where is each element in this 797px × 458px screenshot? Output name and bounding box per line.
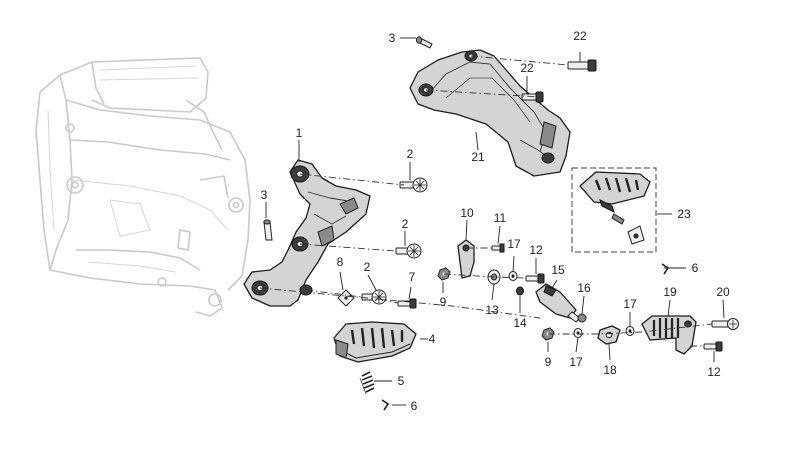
washer-17-b [573, 328, 583, 338]
bolt-2-lower [361, 289, 387, 305]
callout-4: 4 [429, 332, 436, 346]
brake-pedal-19 [641, 315, 697, 355]
assembly-23-box [571, 167, 657, 253]
nut-16 [577, 313, 587, 323]
callout-2: 2 [364, 260, 371, 274]
callout-17: 17 [623, 297, 637, 311]
washer-17-c [625, 326, 635, 336]
clip-6-lower [381, 399, 390, 411]
callout-11: 11 [494, 211, 507, 225]
pin-3-left [263, 219, 273, 241]
callout-21: 21 [471, 150, 485, 164]
clip-6-right [661, 263, 670, 275]
callout-18: 18 [603, 363, 617, 377]
callout-1: 1 [296, 126, 303, 140]
callout-5: 5 [398, 374, 405, 388]
lever-10 [457, 239, 475, 279]
bolt-12-upper [525, 273, 545, 284]
rider-footpeg-4 [333, 321, 417, 363]
frame-outline [35, 57, 251, 317]
callout-22: 22 [573, 29, 587, 43]
washer-14 [516, 286, 524, 296]
plate-8 [337, 289, 355, 307]
assembly-lines [259, 55, 713, 347]
callout-8: 8 [337, 255, 344, 269]
bolt-7 [397, 298, 417, 309]
linkage-15 [535, 283, 581, 323]
bolt-12-lower [703, 341, 723, 352]
callout-22: 22 [520, 61, 534, 75]
callout-3: 3 [389, 31, 396, 45]
bolt-22-lower [521, 91, 544, 103]
screw-11 [491, 243, 505, 253]
callout-17: 17 [569, 355, 583, 369]
callout-17: 17 [507, 237, 521, 251]
callout-20: 20 [716, 285, 730, 299]
leader-lines [265, 37, 725, 406]
callout-2: 2 [402, 217, 409, 231]
callout-12: 12 [529, 243, 543, 257]
callout-15: 15 [551, 263, 565, 277]
callout-10: 10 [460, 206, 474, 220]
callout-14: 14 [513, 316, 527, 330]
rider-footrest-plate-1 [243, 159, 371, 307]
bolt-20 [711, 318, 739, 330]
callout-13: 13 [485, 303, 499, 317]
callout-3: 3 [261, 188, 268, 202]
callout-16: 16 [577, 281, 591, 295]
callout-23: 23 [677, 207, 691, 221]
spring-5 [359, 371, 375, 395]
callout-9: 9 [440, 295, 447, 309]
callout-labels: 1 2 2 2 3 3 4 5 6 6 7 8 9 9 10 11 12 12 … [261, 29, 730, 413]
callout-9: 9 [545, 355, 552, 369]
passenger-footpeg-23 [579, 171, 651, 245]
callout-12: 12 [707, 365, 721, 379]
clevis-18 [597, 325, 621, 345]
callout-7: 7 [409, 270, 416, 284]
callout-19: 19 [663, 285, 677, 299]
bolt-22-upper [567, 59, 597, 72]
washer-17-a [508, 271, 518, 281]
callout-6: 6 [692, 261, 699, 275]
bolt-2-upper [399, 177, 428, 193]
callout-6: 6 [411, 399, 418, 413]
pin-3-top [415, 36, 433, 49]
callout-2: 2 [407, 147, 414, 161]
passenger-bracket-21 [409, 49, 571, 177]
bolt-2-middle [395, 243, 422, 259]
